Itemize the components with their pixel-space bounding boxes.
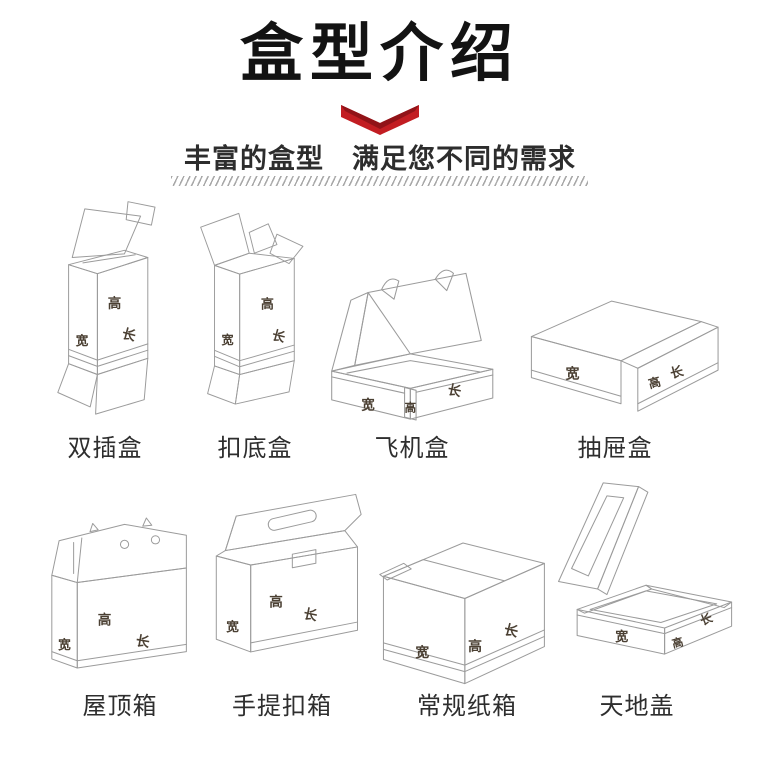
length-label: 长	[120, 325, 138, 344]
down-chevron-icon	[341, 105, 419, 135]
width-label: 宽	[414, 644, 429, 660]
hatched-divider	[171, 176, 588, 186]
box-label-lid-and-base: 天地盖	[599, 693, 675, 720]
height-label: 高	[269, 594, 283, 610]
length-label: 长	[698, 609, 716, 628]
height-label: 高	[261, 297, 274, 312]
illustration-double-insert-box: 宽 高 长	[38, 194, 164, 425]
width-label: 宽	[361, 396, 375, 412]
regular-carton-drawing: 宽 高 长	[379, 542, 545, 685]
box-label-handle-buckle: 手提扣箱	[232, 693, 332, 720]
page-title: 盒型介绍	[240, 19, 520, 89]
height-label: 高	[98, 611, 112, 627]
height-label: 高	[108, 295, 122, 311]
snap-bottom-box-drawing: 宽 高 长	[200, 212, 304, 405]
width-label: 宽	[75, 333, 89, 348]
box-label-drawer: 抽屉盒	[577, 435, 653, 462]
height-label: 高	[647, 374, 663, 392]
length-label: 长	[503, 621, 520, 640]
width-label: 宽	[614, 629, 628, 644]
illustration-mailer-box: 宽 高 长	[322, 258, 514, 426]
illustration-snap-bottom-box: 宽 高 长	[192, 200, 322, 425]
length-label: 长	[446, 381, 463, 400]
box-label-snap-bottom: 扣底盒	[217, 435, 293, 462]
page-subtitle: 丰富的盒型 满足您不同的需求	[184, 144, 576, 174]
box-label-double-insert: 双插盒	[67, 435, 143, 462]
gable-roof-box-drawing: 宽 高 长	[51, 517, 187, 669]
height-label: 高	[405, 400, 417, 414]
illustration-lid-and-base-box: 宽 高 长	[552, 468, 740, 687]
length-label: 长	[270, 327, 287, 345]
box-label-mailer: 飞机盒	[374, 435, 450, 462]
drawer-box-drawing: 宽 高 长	[530, 300, 719, 412]
box-label-regular-carton: 常规纸箱	[417, 693, 517, 720]
length-label: 长	[669, 363, 686, 381]
handle-buckle-box-drawing: 宽 高 长	[215, 493, 362, 653]
illustration-gable-roof-box: 宽 高 长	[28, 488, 212, 693]
length-label: 长	[302, 605, 319, 624]
width-label: 宽	[565, 366, 579, 382]
height-label: 高	[468, 638, 482, 654]
box-label-gable-roof: 屋顶箱	[82, 693, 158, 720]
lid-and-base-box-drawing: 宽 高 长	[558, 482, 733, 655]
length-label: 长	[135, 632, 152, 650]
illustration-handle-buckle-box: 宽 高 长	[200, 468, 372, 687]
illustration-drawer-box: 宽 高 长	[512, 288, 744, 433]
mailer-box-drawing: 宽 高 长	[331, 269, 494, 421]
width-label: 宽	[226, 619, 239, 634]
double-insert-box-drawing: 宽 高 长	[57, 201, 156, 415]
height-label: 高	[670, 635, 684, 651]
illustration-regular-carton: 宽 高 长	[368, 506, 558, 696]
width-label: 宽	[58, 637, 71, 652]
width-label: 宽	[220, 332, 233, 347]
